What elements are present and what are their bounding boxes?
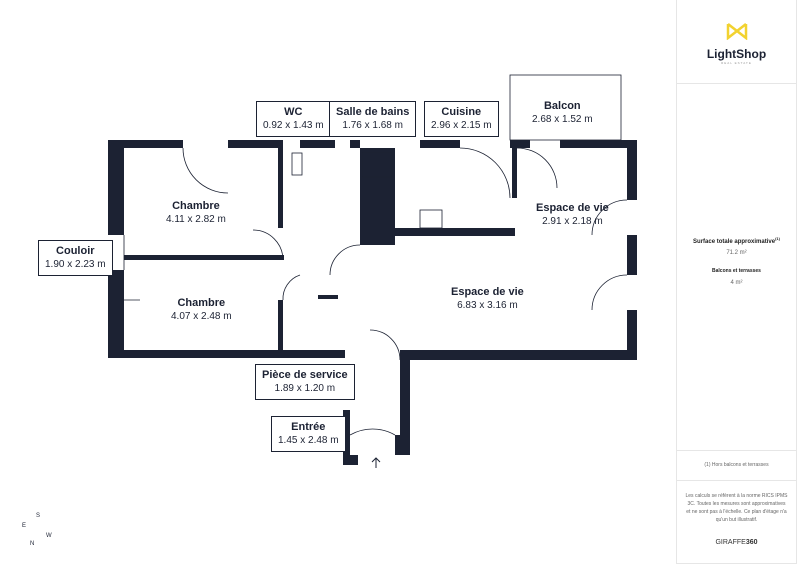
walls: [108, 140, 637, 465]
compass-icon: S E W N: [22, 513, 52, 547]
logo-icon: [726, 23, 747, 41]
entrance-arrow-icon: [371, 457, 381, 468]
disclaimer: Les calculs se réfèrent à la norme RICS …: [685, 493, 788, 523]
info-sidebar: LightShop REAL ESTATE Surface totale app…: [676, 0, 797, 564]
brand-giraffe360: GIRAFFE360: [715, 539, 758, 546]
logo: LightShop REAL ESTATE: [677, 22, 796, 65]
total-area-label: Surface totale approximative(1): [693, 236, 780, 245]
balcony-value: 4 m²: [730, 280, 743, 286]
balcony-label: Balcons et terrasses: [712, 268, 761, 274]
total-area-value: 71.2 m²: [726, 250, 747, 256]
doors: [123, 74, 628, 436]
floor-plan: [108, 74, 637, 468]
footnote: (1) Hors balcons et terrasses: [704, 462, 769, 468]
